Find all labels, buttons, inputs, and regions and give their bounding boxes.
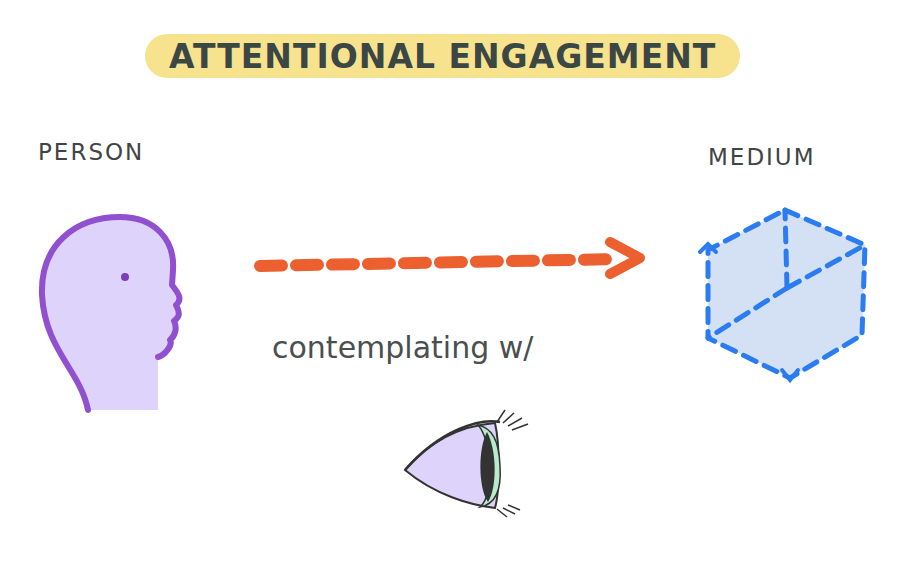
node-label: MEDIUM [708,144,816,170]
head-shape [30,135,220,420]
node-label: PERSON [38,139,144,165]
title: ATTENTIONAL ENGAGEMENT [169,37,716,76]
head-fill [42,217,180,410]
cube-edge [785,210,787,288]
head-eye-dot [121,273,129,281]
cube-fill [708,210,865,378]
connector-arrow [260,242,640,274]
node-shape: PERSON [30,135,220,420]
eye-illustration [405,410,528,517]
head-outline [42,217,180,410]
node-shape: MEDIUM [690,140,880,390]
cube-outline [708,210,865,378]
cube-shape [690,140,880,390]
cube-arrowhead [782,370,798,380]
cube-edge [708,288,787,338]
cube-arrowhead [700,244,716,252]
edge-label: contemplating w/ [272,330,533,365]
cube-edge [787,245,865,288]
connector-line [260,259,618,266]
arrowhead [610,242,640,274]
